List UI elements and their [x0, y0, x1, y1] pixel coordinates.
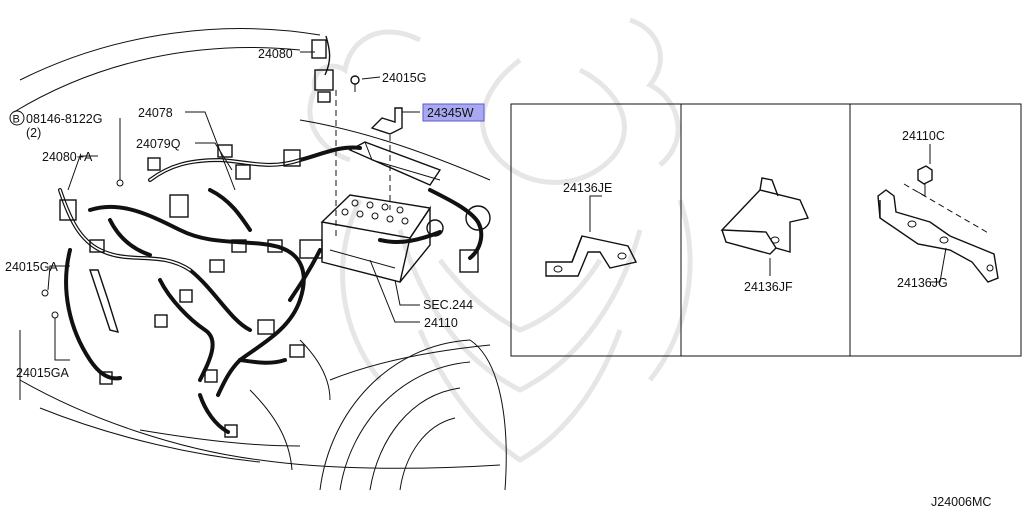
bracket-24136je: [545, 195, 638, 277]
wiring-harness: [58, 145, 484, 434]
label-08146-8122g: 08146-8122G: [26, 112, 102, 126]
part-labels: 24080 24015G 24345W B 08146-8122G (2) 24…: [5, 47, 991, 509]
label-08146-quantity: (2): [26, 126, 41, 140]
label-24079q: 24079Q: [136, 137, 181, 151]
label-24015ga-upper: 24015GA: [5, 260, 58, 274]
label-24015g: 24015G: [382, 71, 426, 85]
diagram-code: J24006MC: [931, 495, 991, 509]
label-24136jf: 24136JF: [744, 280, 793, 294]
label-24110c: 24110C: [902, 129, 945, 143]
harness-connectors: [41, 35, 491, 438]
label-24080-top: 24080: [258, 47, 293, 61]
label-24110: 24110: [424, 316, 458, 330]
label-sec-244: SEC.244: [423, 298, 473, 312]
bracket-24136jf: [720, 177, 809, 276]
label-24080a: 24080+A: [42, 150, 93, 164]
engine-bay-drawing: [13, 28, 507, 491]
label-24345w[interactable]: 24345W: [427, 106, 474, 120]
bracket-24345w: [370, 107, 403, 135]
label-24136je: 24136JE: [563, 181, 612, 195]
clip-24015g: [350, 75, 360, 92]
bolt-symbol-letter: B: [13, 114, 20, 126]
bolt-symbol-circle: [9, 110, 25, 126]
bracket-24136jg: [877, 144, 999, 283]
highlight-24345w: [422, 103, 485, 122]
label-24015ga-lower: 24015GA: [16, 366, 69, 380]
battery: [320, 194, 432, 283]
label-24136jg: 24136JG: [897, 276, 948, 290]
detail-panels: [510, 103, 1022, 357]
label-24078: 24078: [138, 106, 173, 120]
